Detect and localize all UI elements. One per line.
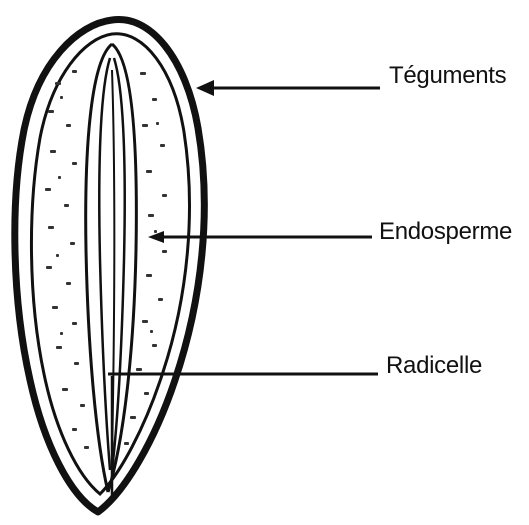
label-endosperme: Endosperme xyxy=(379,218,512,246)
label-teguments: Téguments xyxy=(389,62,506,90)
teguments-leader xyxy=(196,80,380,96)
label-radicelle: Radicelle xyxy=(386,352,482,380)
